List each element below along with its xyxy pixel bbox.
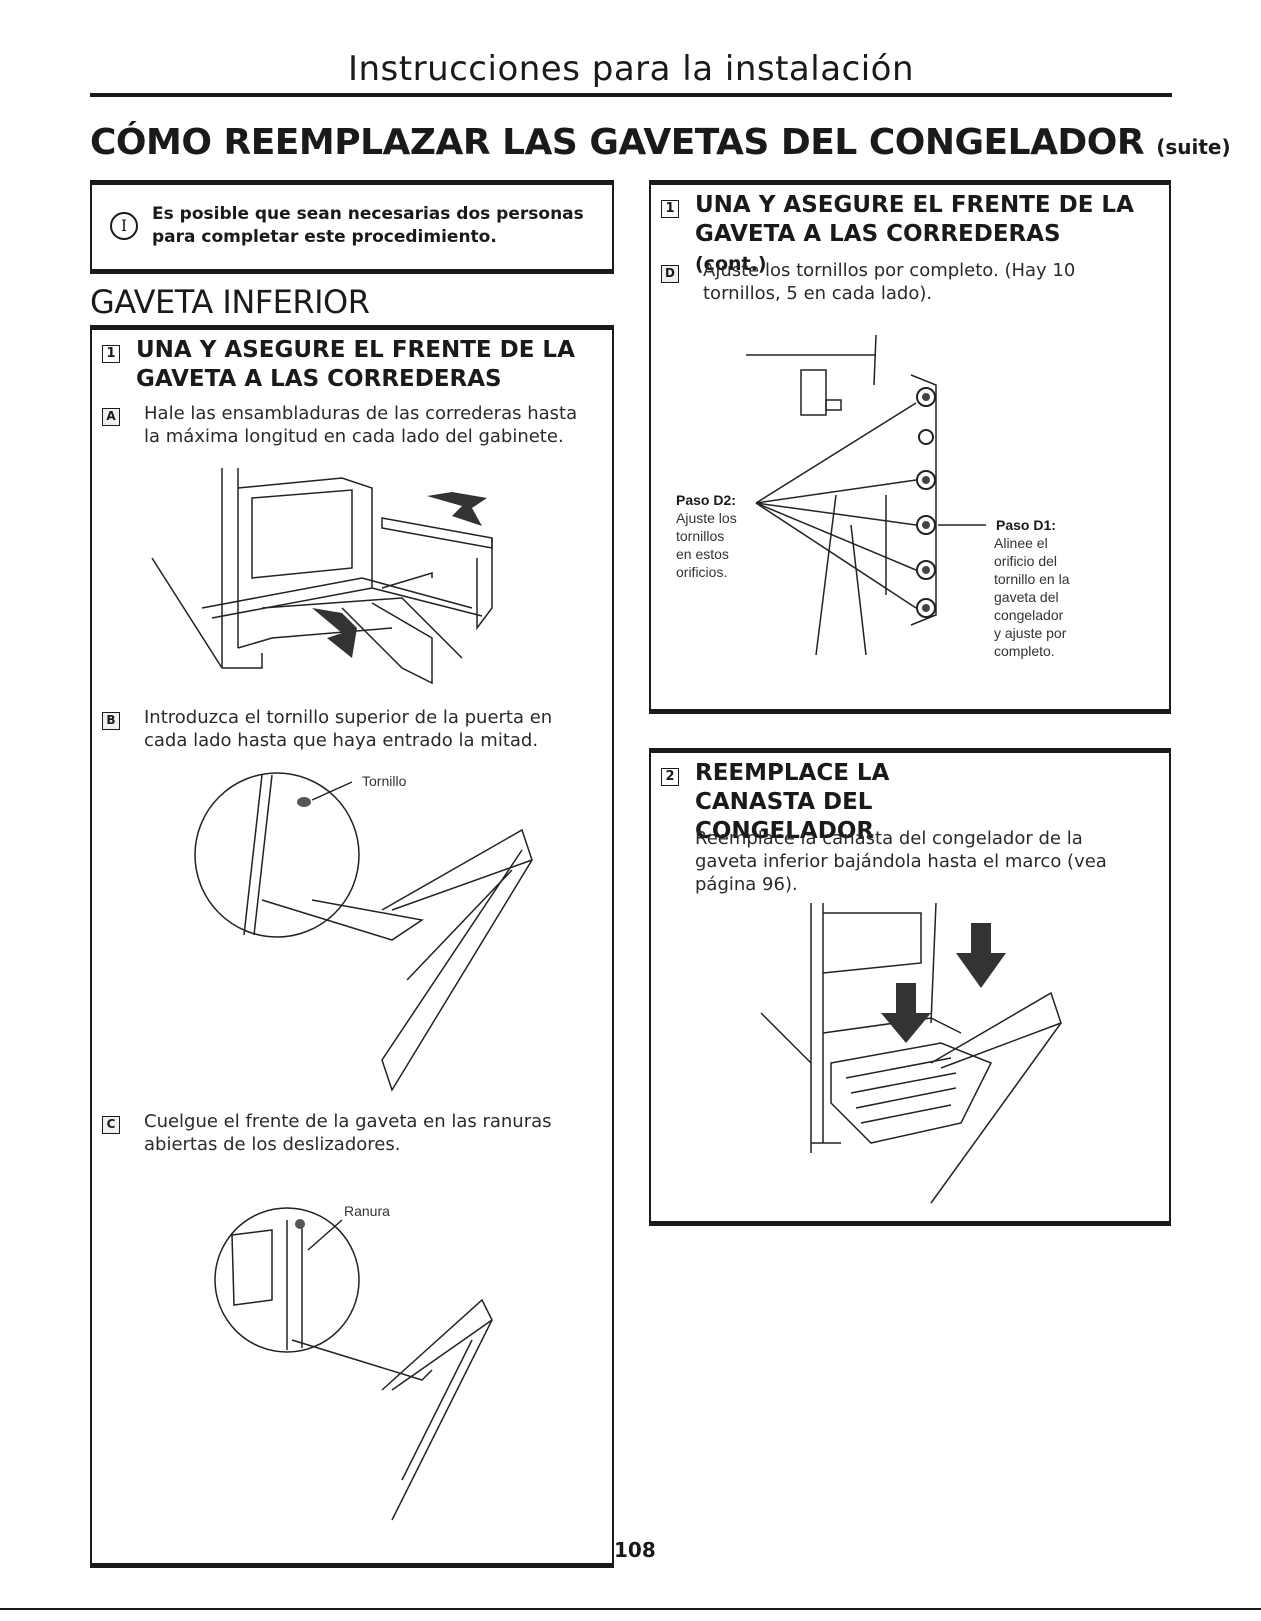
step-letter-d: D (661, 265, 679, 283)
callout-d2-line: orificios. (676, 564, 727, 580)
right-step2-box: 2 REEMPLACE LA CANASTA DEL CONGELADOR Re… (649, 748, 1171, 1226)
step-number: 1 (661, 200, 679, 218)
page-title: Instrucciones para la instalación (347, 49, 915, 89)
step-2-text: Reemplace la canasta del congelador de l… (695, 828, 1107, 895)
header-rule (90, 93, 1172, 97)
callout-d1-line: y ajuste por (994, 625, 1067, 641)
step-title: UNA Y ASEGURE EL FRENTE DE LA GAVETA A L… (695, 191, 1135, 279)
slot-hanging-illustration: Ranura (214, 1203, 493, 1521)
callout-d2-line: en estos (676, 546, 729, 562)
callout-d1-line: orificio del (994, 553, 1057, 569)
note-box: I Es posible que sean necesarias dos per… (90, 180, 614, 274)
section-title: CÓMO REEMPLAZAR LAS GAVETAS DEL CONGELAD… (90, 118, 1231, 172)
note-text: Es posible que sean necesarias dos perso… (152, 204, 584, 247)
screw-tightening-illustration: Paso D2: Ajuste los tornillos en estos o… (676, 334, 1070, 659)
left-step-box: 1 UNA Y ASEGURE EL FRENTE DE LA GAVETA A… (90, 325, 614, 1568)
callout-ranura: Ranura (344, 1203, 390, 1219)
callout-d2-label: Paso D2: (676, 492, 736, 508)
step-b-text: Introduzca el tornillo superior de la pu… (144, 707, 553, 751)
callout-d2-line: Ajuste los (676, 510, 737, 526)
basket-replace-illustration (760, 902, 1062, 1204)
subsection-title: GAVETA INFERIOR (90, 283, 370, 321)
step-letter-c: C (102, 1116, 120, 1134)
info-icon: I (110, 212, 138, 240)
callout-tornillo: Tornillo (362, 773, 407, 789)
callout-d1-line: Alinee el (994, 535, 1048, 551)
callout-d1-line: completo. (994, 643, 1055, 659)
bottom-rule (0, 1608, 1261, 1610)
step-title-suffix: (cont.) (695, 253, 767, 275)
step-d-text: Ajuste los tornillos por completo. (Hay … (703, 260, 1076, 304)
step-letter-a: A (102, 408, 120, 426)
section-title-text: CÓMO REEMPLAZAR LAS GAVETAS DEL CONGELAD… (90, 122, 1145, 163)
callout-d1-line: gaveta del (994, 589, 1059, 605)
screw-insertion-illustration: Tornillo (194, 772, 533, 1092)
step-title: REEMPLACE LA CANASTA DEL CONGELADOR (695, 760, 890, 844)
step-title-text: UNA Y ASEGURE EL FRENTE DE LA GAVETA A L… (695, 192, 1134, 247)
step-number: 2 (661, 768, 679, 786)
page-number: 108 (614, 1538, 656, 1562)
callout-d1-line: tornillo en la (994, 571, 1070, 587)
right-step1-box: 1 UNA Y ASEGURE EL FRENTE DE LA GAVETA A… (649, 180, 1171, 714)
callout-d1-label: Paso D1: (996, 517, 1056, 533)
step-number: 1 (102, 345, 120, 363)
callout-d2-line: tornillos (676, 528, 724, 544)
step-letter-b: B (102, 712, 120, 730)
section-title-suffix: (suite) (1156, 135, 1231, 159)
step-title: UNA Y ASEGURE EL FRENTE DE LA GAVETA A L… (136, 337, 575, 392)
step-c-text: Cuelgue el frente de la gaveta en las ra… (144, 1111, 552, 1155)
drawer-slides-illustration (151, 468, 493, 685)
page-header: Instrucciones para la instalación (90, 48, 1172, 90)
callout-d1-line: congelador (994, 607, 1064, 623)
step-a-text: Hale las ensambladuras de las correderas… (144, 403, 578, 447)
